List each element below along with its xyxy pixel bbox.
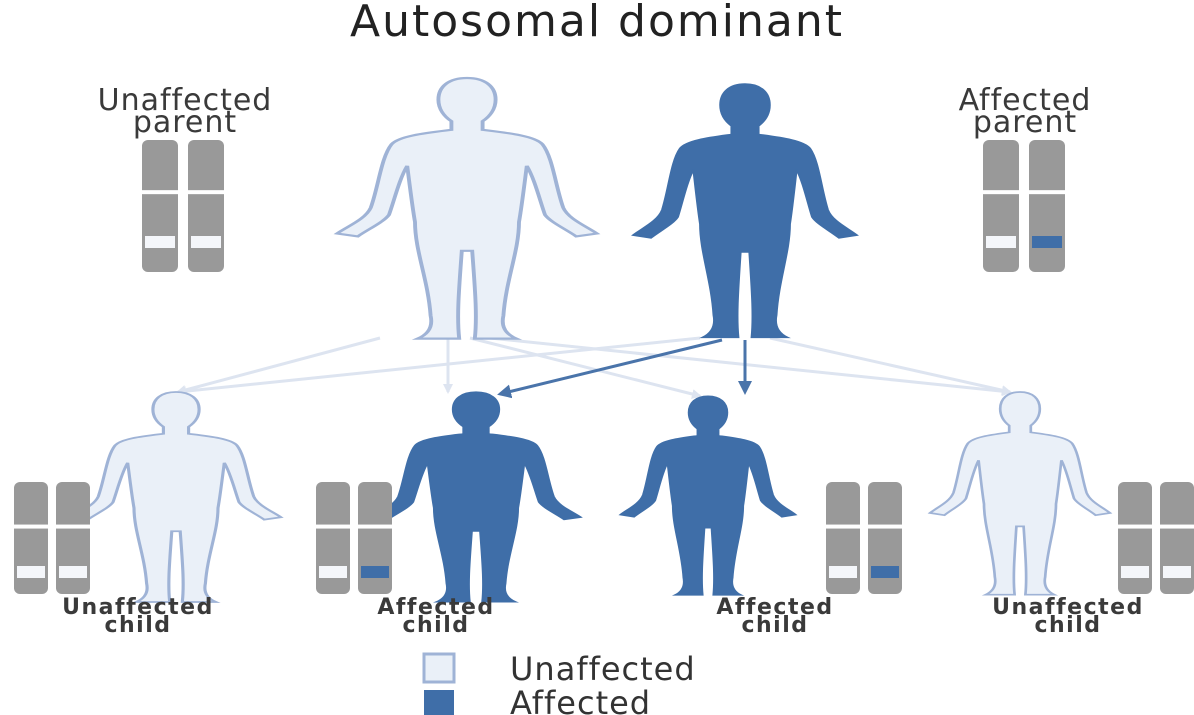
legend-unaffected-label: Unaffected <box>510 650 696 688</box>
child-figure-3 <box>619 395 797 596</box>
chromosome <box>142 140 178 272</box>
affected-allele-band <box>1032 236 1062 248</box>
legend-affected-label: Affected <box>510 684 651 715</box>
unaffected-allele-band <box>145 236 175 248</box>
centromere <box>56 524 90 529</box>
centromere <box>14 524 48 529</box>
child-chromosome-pair <box>316 482 392 594</box>
arrow-light <box>489 336 1012 397</box>
affected-allele-band <box>871 566 899 578</box>
parent-chromosome-pair <box>142 140 224 272</box>
affected-parent-label-line1: Affected <box>959 83 1092 118</box>
child-2-label-line1: Affected <box>377 595 494 620</box>
centromere <box>142 190 178 195</box>
centromere <box>358 524 392 529</box>
centromere <box>188 190 224 195</box>
chromosome-pairs <box>14 140 1194 594</box>
child-figure-4 <box>928 390 1112 597</box>
arrows-affected-parent <box>497 338 752 399</box>
unaffected-allele-band <box>17 566 45 578</box>
child-chromosome-pair <box>1118 482 1194 594</box>
child-4-label-line2: child <box>1034 613 1101 638</box>
centromere <box>316 524 350 529</box>
child-3-label-line2: child <box>741 613 808 638</box>
unaffected-parent-label-line2: parent <box>133 105 237 140</box>
centromere <box>1118 524 1152 529</box>
arrows-unaffected-parent <box>176 336 1012 399</box>
legend-unaffected-swatch <box>422 652 456 684</box>
unaffected-allele-band <box>986 236 1016 248</box>
unaffected-allele-band <box>1121 566 1149 578</box>
unaffected-allele-band <box>1163 566 1191 578</box>
child-1-label-line1: Unaffected <box>62 595 214 620</box>
child-3-label-line1: Affected <box>716 595 833 620</box>
diagram-title: Autosomal dominant <box>350 0 844 47</box>
arrow-light <box>769 336 1012 396</box>
unaffected-allele-band <box>319 566 347 578</box>
parent-chromosome-pair <box>983 140 1065 272</box>
chromosome <box>1029 140 1065 272</box>
arrow-light <box>176 336 381 395</box>
centromere <box>1029 190 1065 195</box>
arrow-dark <box>497 338 723 399</box>
child-4-label-line1: Unaffected <box>992 595 1144 620</box>
arrow-light <box>176 336 701 397</box>
unaffected-parent-figure <box>335 76 599 341</box>
chromosome <box>983 140 1019 272</box>
child-1-label-line2: child <box>104 613 171 638</box>
child-2-label-line2: child <box>402 613 469 638</box>
chromosome <box>188 140 224 272</box>
unaffected-allele-band <box>59 566 87 578</box>
affected-parent-label-line2: parent <box>973 105 1077 140</box>
affected-parent-figure <box>631 82 859 339</box>
affected-allele-band <box>361 566 389 578</box>
unaffected-parent-label-line1: Unaffected <box>98 83 273 118</box>
centromere <box>983 190 1019 195</box>
arrow-light <box>469 336 702 399</box>
child-chromosome-pair <box>826 482 902 594</box>
child-figure-1 <box>69 390 283 604</box>
centromere <box>1160 524 1194 529</box>
unaffected-allele-band <box>191 236 221 248</box>
child-figure-2 <box>369 390 583 604</box>
centromere <box>868 524 902 529</box>
unaffected-allele-band <box>829 566 857 578</box>
centromere <box>826 524 860 529</box>
child-chromosome-pair <box>14 482 90 594</box>
legend: Unaffected Affected <box>422 650 696 715</box>
legend-affected-swatch <box>424 690 454 715</box>
